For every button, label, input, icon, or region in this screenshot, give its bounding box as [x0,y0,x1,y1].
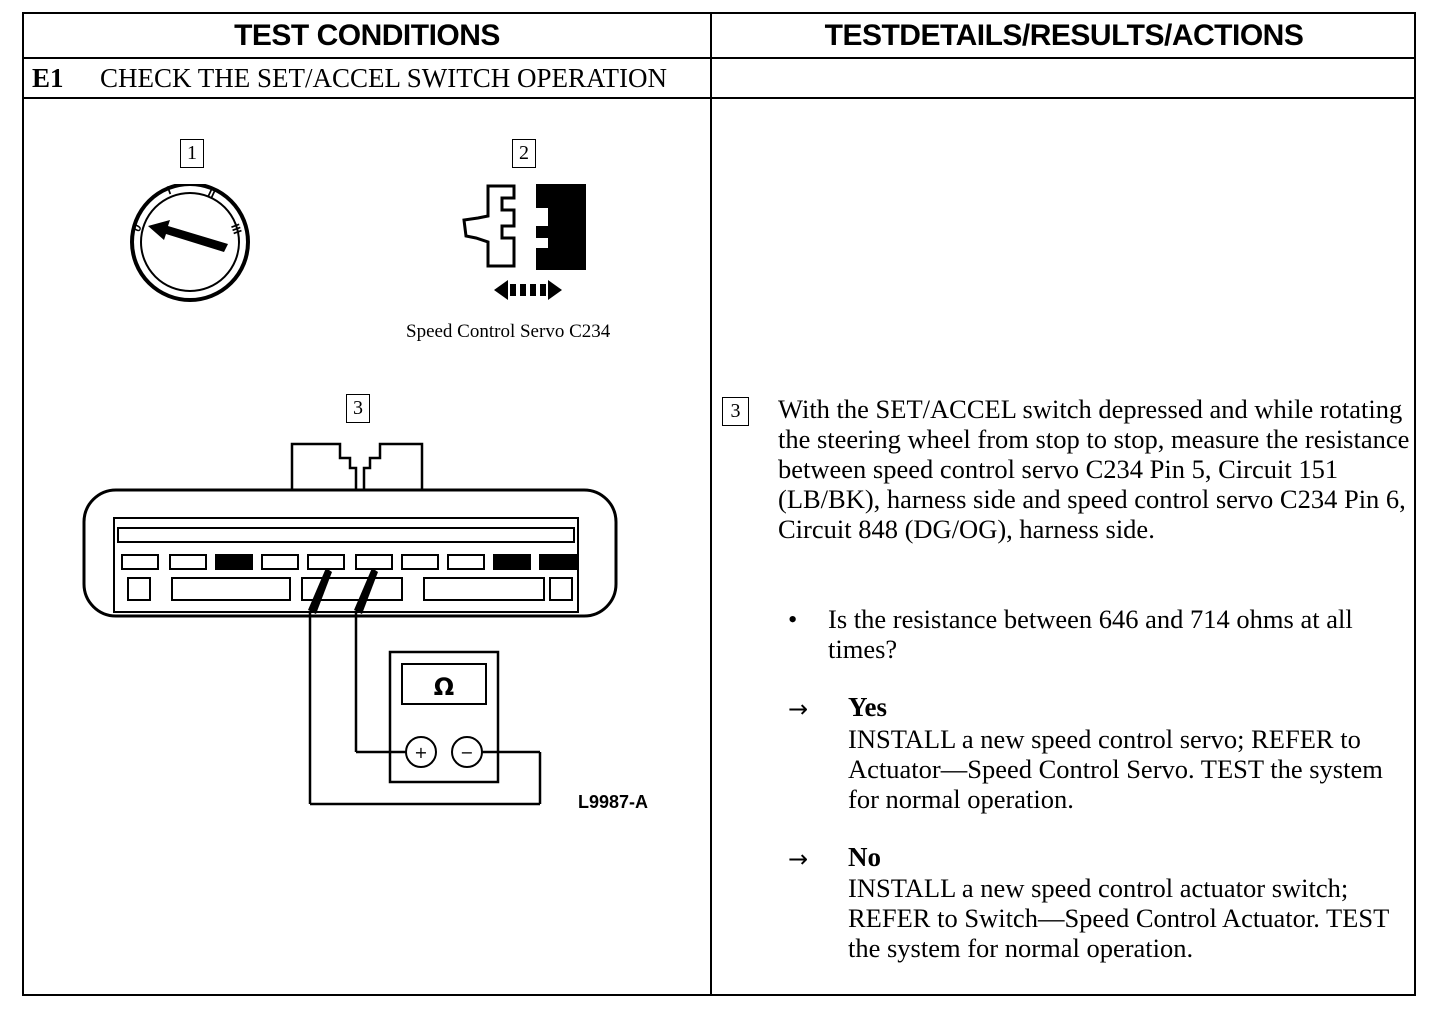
step-row: E1 CHECK THE SET/ACCEL SWITCH OPERATION [24,59,710,97]
yes-label: Yes [848,692,887,722]
disconnected-connector-icon [462,184,586,300]
step-title: CHECK THE SET/ACCEL SWITCH OPERATION [100,63,667,93]
yes-action: INSTALL a new speed control servo; REFER… [848,724,1383,814]
header-divider [24,57,1416,59]
ignition-pos-2: II [205,186,217,202]
test-table: TEST CONDITIONS TESTDETAILS/RESULTS/ACTI… [22,12,1416,996]
meter-plus-terminal: + [414,743,427,762]
ignition-pos-1: I [165,184,173,197]
header-test-conditions: TEST CONDITIONS [234,19,500,52]
header-test-details: TESTDETAILS/RESULTS/ACTIONS [824,19,1304,52]
details-callout-3: 3 [722,397,749,426]
question-bullet: • [788,604,798,634]
no-arrow-icon: → [788,845,809,873]
step-divider [24,97,1416,99]
yes-arrow-icon: → [788,695,809,723]
step-id: E1 [32,63,64,93]
ignition-pos-3: III [228,222,245,236]
test-instruction: With the SET/ACCEL switch depressed and … [778,394,1410,544]
callout-1: 1 [180,139,204,168]
ignition-switch-icon: 0 I II III [129,184,250,302]
ohm-symbol: Ω [434,673,454,701]
column-divider [710,14,712,996]
connector-caption: Speed Control Servo C234 [406,321,611,342]
test-question: Is the resistance between 646 and 714 oh… [828,604,1353,664]
figure-code: L9987-A [578,792,649,812]
meter-minus-terminal: − [460,743,473,762]
no-label: No [848,842,881,872]
connector-ohmmeter-diagram: Ω + − [82,442,618,806]
callout-2: 2 [512,139,536,168]
no-action: INSTALL a new speed control actuator swi… [848,873,1389,963]
callout-3: 3 [346,394,370,423]
